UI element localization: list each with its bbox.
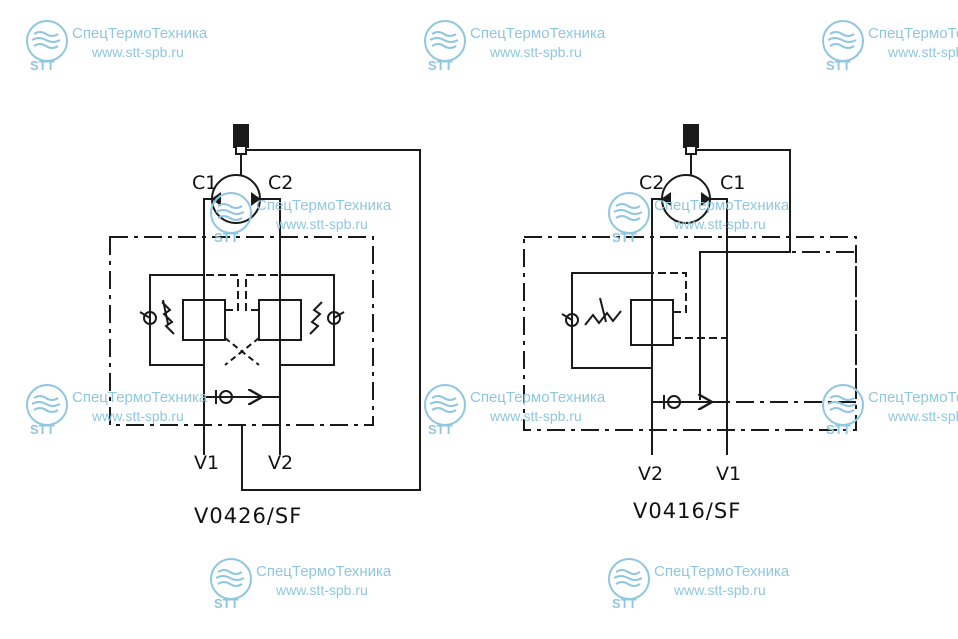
counterbalance-valve-left bbox=[182, 299, 226, 341]
watermark: СпецТермоТехника www.stt-spb.ru STT bbox=[422, 382, 622, 442]
valve-body-envelope bbox=[523, 236, 857, 431]
watermark: СпецТермоТехника www.stt-spb.ru STT bbox=[606, 190, 806, 250]
watermark: СпецТермоТехника www.stt-spb.ru STT bbox=[208, 190, 408, 250]
external-drain-line bbox=[241, 149, 421, 491]
port-label-c1: C1 bbox=[192, 172, 218, 194]
valve-body-envelope bbox=[109, 236, 374, 426]
watermark: СпецТермоТехника www.stt-spb.ru STT bbox=[606, 556, 806, 616]
external-drain-line bbox=[696, 149, 791, 400]
port-label-c2: C2 bbox=[268, 172, 294, 194]
stt-logo-icon bbox=[210, 558, 252, 600]
port-label-v2: V2 bbox=[638, 463, 664, 485]
watermark: СпецТермоТехника www.stt-spb.ru STT bbox=[820, 18, 958, 78]
shuttle-check-valve bbox=[219, 390, 233, 404]
stt-logo-icon bbox=[210, 192, 252, 234]
watermark: СпецТермоТехника www.stt-spb.ru STT bbox=[208, 556, 408, 616]
motor-shaft-block bbox=[683, 124, 699, 148]
port-label-c1: C1 bbox=[720, 172, 746, 194]
stt-logo-icon bbox=[822, 384, 864, 426]
port-label-v1: V1 bbox=[716, 463, 742, 485]
motor-shaft-block bbox=[233, 124, 249, 148]
model-name-left: V0426/SF bbox=[194, 504, 303, 528]
counterbalance-valve-right bbox=[258, 299, 302, 341]
port-label-c2: C2 bbox=[639, 172, 665, 194]
watermark: СпецТермоТехника www.stt-spb.ru STT bbox=[422, 18, 622, 78]
stt-logo-icon bbox=[26, 20, 68, 62]
counterbalance-valve bbox=[630, 299, 674, 346]
watermark: СпецТермоТехника www.stt-spb.ru STT bbox=[24, 382, 224, 442]
stt-logo-icon bbox=[26, 384, 68, 426]
diagram-v0416 bbox=[523, 124, 857, 455]
stt-logo-icon bbox=[608, 558, 650, 600]
stt-logo-icon bbox=[424, 20, 466, 62]
watermark: СпецТермоТехника www.stt-spb.ru STT bbox=[820, 382, 958, 442]
stt-logo-icon bbox=[822, 20, 864, 62]
watermark: СпецТермоТехника www.stt-spb.ru STT bbox=[24, 18, 224, 78]
stt-logo-icon bbox=[424, 384, 466, 426]
stt-logo-icon bbox=[608, 192, 650, 234]
model-name-right: V0416/SF bbox=[633, 499, 742, 523]
diagram-v0426 bbox=[109, 124, 421, 491]
port-label-v1: V1 bbox=[194, 452, 220, 474]
check-valve bbox=[667, 395, 681, 409]
port-label-v2: V2 bbox=[268, 452, 294, 474]
